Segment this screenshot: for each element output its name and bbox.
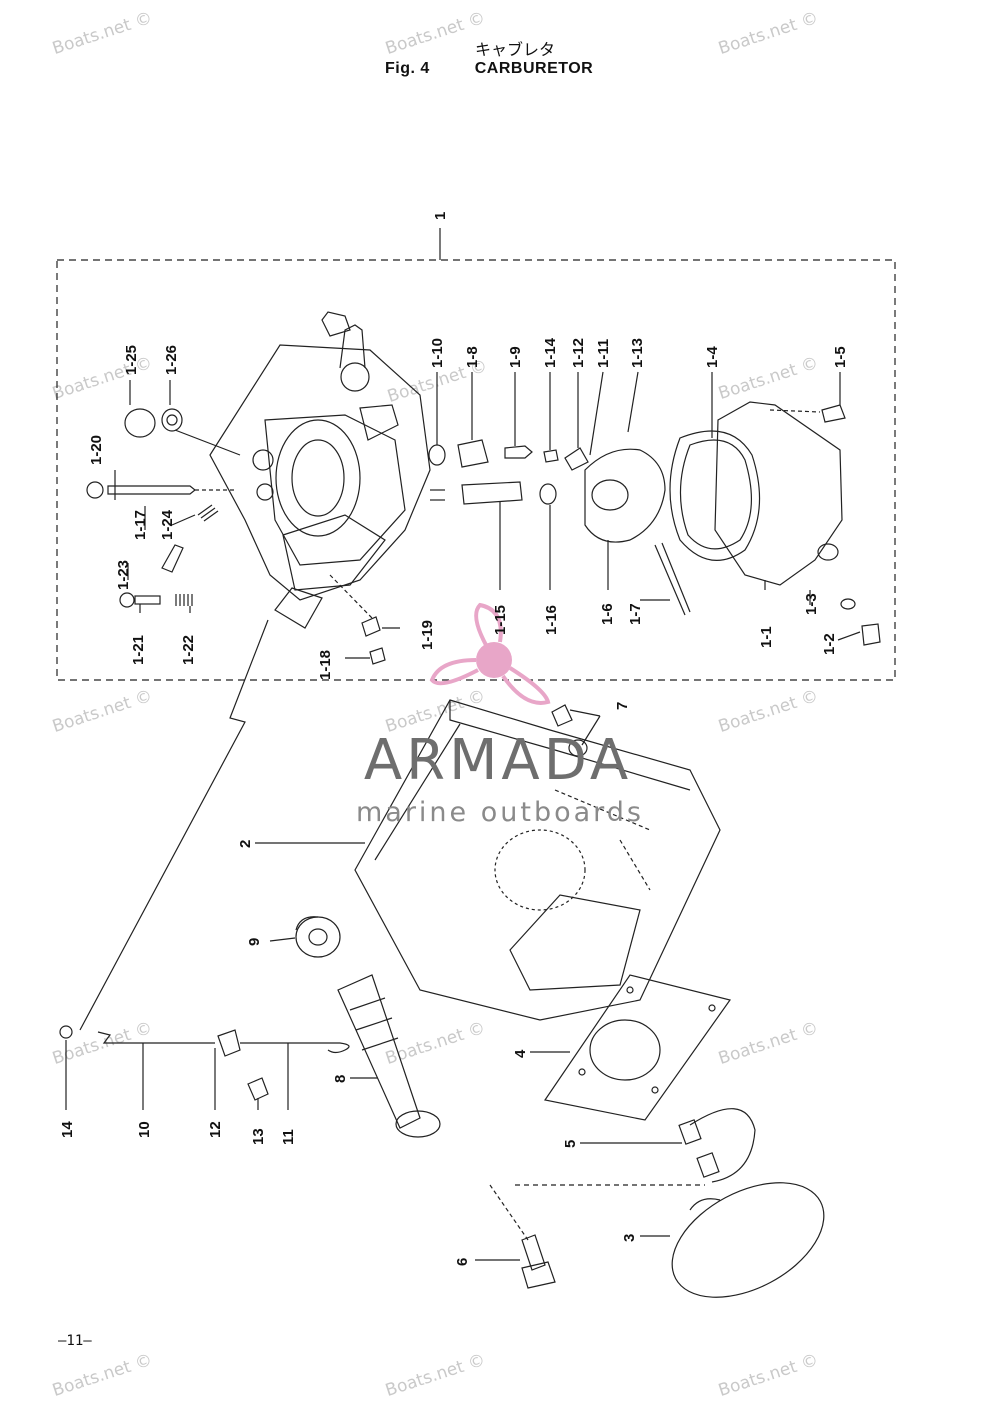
part-1-12-lever [564,447,589,471]
part-1-17-rod [107,485,196,495]
part-1-21-screw [119,592,135,608]
callout-1-7: 1-7 [627,603,644,625]
callout-1-25: 1-25 [123,345,140,375]
part-1-18-screw [369,647,386,665]
callout-1-12: 1-12 [570,338,587,368]
part-1-4-gasket [669,430,761,561]
part-13-screw [247,1077,269,1101]
callout-1-22: 1-22 [180,635,197,665]
callout-12: 12 [207,1121,224,1138]
part-1-24-spring [197,504,219,522]
callout-4: 4 [512,1049,529,1058]
assembly-boundary [56,259,896,681]
part-1-10-o-ring [428,444,446,466]
callout-1-14: 1-14 [542,337,559,368]
callout-7: 7 [614,702,631,710]
part-1-20-screw [86,481,104,499]
part-1-6-float [584,448,666,543]
part-1-16-jet [539,483,557,505]
callout-1-13: 1-13 [629,338,646,368]
callout-1-24: 1-24 [159,509,176,540]
part-1-3-washer [840,598,856,610]
callout-1-2: 1-2 [821,633,838,655]
callout-2: 2 [237,840,254,848]
part-5-retainer [689,1108,756,1183]
part-8-choke-shaft [337,974,421,1129]
callout-8: 8 [332,1075,349,1083]
part-14-nut [59,1025,73,1039]
callout-9: 9 [246,938,263,946]
callout-1-9: 1-9 [507,346,524,368]
part-1-9-needle [504,445,533,459]
part-1-8-valve [457,439,489,468]
callout-1-10: 1-10 [429,338,446,368]
page-number: —11— [58,1333,92,1349]
armada-logo-icon [429,602,551,705]
part-2-silencer-cover [354,699,721,1021]
part-1-22-spring [175,594,193,606]
part-11-rod [240,1042,350,1054]
callout-1-18: 1-18 [317,650,334,680]
callout-1-15: 1-15 [492,605,509,635]
callout-1-16: 1-16 [543,605,560,635]
part-1-14-pin [543,449,559,463]
part-6-bolt [521,1234,546,1271]
brand-name: ARMADA [363,728,633,793]
callout-10: 10 [136,1121,153,1138]
callout-6: 6 [454,1258,471,1266]
part-3-filter-element [671,1182,825,1298]
callout-1-5: 1-5 [832,346,849,368]
part-1-23-needle [161,544,184,573]
part-7-washer [568,739,588,757]
part-12-fitting [217,1029,241,1057]
callout-1-6: 1-6 [599,603,616,625]
part-1-1-float-bowl [714,401,843,586]
part-1-5-screw [821,404,846,423]
callout-1: 1 [432,212,449,220]
part-1-2-plug [861,623,881,646]
part-4-gasket-plate [543,974,731,1121]
callout-11: 11 [280,1129,297,1145]
title-japanese: キャブレタ [474,40,555,59]
callout-5: 5 [562,1140,579,1148]
callout-1-3: 1-3 [803,593,820,615]
callout-13: 13 [250,1128,267,1145]
part-10-rod [97,1031,215,1044]
callout-1-23: 1-23 [115,560,132,590]
part-9-grommet [295,916,341,958]
callout-1-17: 1-17 [132,510,149,540]
callout-14: 14 [59,1121,76,1138]
part-7-screw [551,704,573,727]
callout-1-1: 1-1 [758,626,775,648]
callout-1-19: 1-19 [419,620,436,650]
linkage-line [79,619,269,1031]
callout-1-21: 1-21 [130,635,147,665]
figure-title: Fig. 4 CARBURETOR [385,60,593,78]
callout-1-20: 1-20 [88,435,105,465]
callout-3: 3 [621,1234,638,1242]
part-1-26-washer [161,408,183,432]
figure-number: Fig. 4 [385,60,430,77]
part-1-25-cap [124,408,156,438]
callout-1-11: 1-11 [595,339,612,368]
callout-labels: 1 1-25 1-26 1-20 1-17 1-24 1-23 1-21 1-2… [59,212,849,1266]
part-1-7-pin [654,544,686,616]
brand-tagline: marine outboards [355,797,644,828]
callout-1-4: 1-4 [704,346,721,368]
callout-1-26: 1-26 [163,345,180,375]
part-1-19-screw [361,616,381,637]
figure-name: CARBURETOR [474,60,594,77]
carburetor-body [209,311,445,629]
callout-1-8: 1-8 [464,346,481,368]
part-1-15-main-jet [461,481,523,505]
